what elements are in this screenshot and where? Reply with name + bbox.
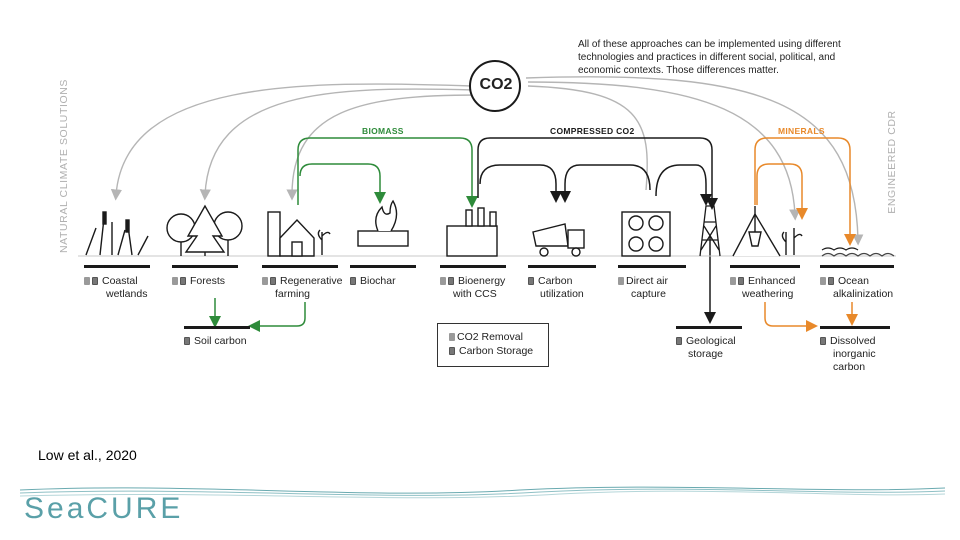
concrete-truck-icon [532, 223, 585, 257]
dac-icon [621, 211, 671, 257]
approach-label-coastal-2: wetlands [106, 288, 148, 300]
approach-bar [172, 265, 238, 268]
beccs-icon [446, 207, 498, 257]
farm-icon [267, 211, 331, 257]
approach-bar [528, 265, 596, 268]
approach-label-dac-2: capture [631, 288, 667, 300]
approach-label-utilization-2: utilization [540, 288, 584, 300]
engineered-cdr-label: ENGINEERED CDR [886, 110, 898, 214]
brand-logo-text: SeaCURE [24, 492, 184, 525]
compressed-co2-arrows [477, 137, 718, 324]
sink-dissolved-3: carbon [833, 361, 866, 373]
legend-storage: Carbon Storage [449, 345, 533, 357]
approach-label-regen: Regenerative [262, 275, 342, 288]
biomass-caption: BIOMASS [362, 126, 404, 136]
forest-icon [166, 204, 243, 256]
approach-label-dac: Direct air [618, 275, 668, 288]
biomass-arrows [209, 137, 478, 332]
approach-bar [730, 265, 800, 268]
sink-geological: Geological [676, 335, 736, 348]
legend-removal: CO2 Removal [449, 331, 523, 343]
minerals-caption: MINERALS [778, 126, 825, 136]
minerals-arrows [754, 137, 858, 332]
citation: Low et al., 2020 [38, 447, 137, 463]
approach-label-regen-2: farming [275, 288, 311, 300]
legend-box [437, 323, 549, 367]
approach-label-beccs: Bioenergy [440, 275, 505, 288]
sink-bar [676, 326, 742, 329]
co2-label: CO2 [479, 76, 513, 93]
derrick-icon [699, 205, 721, 257]
approach-label-utilization: Carbon [528, 275, 572, 288]
sink-dissolved-2: inorganic [833, 348, 876, 360]
natural-solutions-label: NATURAL CLIMATE SOLUTIONS [58, 78, 70, 254]
approach-label-ocean: Ocean [820, 275, 869, 288]
sink-bar [184, 326, 250, 329]
approach-label-forests: Forests [172, 275, 225, 288]
sink-dissolved: Dissolved [820, 335, 876, 348]
decorative-wave-lines [19, 486, 946, 499]
co2-circle [469, 60, 521, 112]
approach-label-ocean-2: alkalinization [833, 288, 894, 300]
sink-geological-2: storage [688, 348, 724, 360]
approach-label-beccs-2: with CCS [453, 288, 497, 300]
approach-label-biochar: Biochar [350, 275, 396, 288]
co2-flow-arrows [110, 76, 864, 246]
sink-bar [820, 326, 890, 329]
approach-bar [618, 265, 686, 268]
weathering-icon [732, 206, 803, 257]
compressed-co2-caption: COMPRESSED CO2 [550, 126, 635, 136]
approach-label-weathering-2: weathering [742, 288, 794, 300]
wave-line [821, 252, 895, 257]
approach-bar [440, 265, 506, 268]
approach-bar [350, 265, 416, 268]
ocean-icon [821, 247, 859, 251]
approach-label-weathering: Enhanced [730, 275, 795, 288]
wetlands-icon [85, 211, 149, 256]
sink-soil-carbon: Soil carbon [184, 335, 247, 348]
context-note: All of these approaches can be implement… [578, 39, 841, 76]
approach-bar [820, 265, 894, 268]
approach-label-coastal: Coastal [84, 275, 138, 288]
approach-bar [262, 265, 338, 268]
approach-bar [84, 265, 150, 268]
biochar-icon [357, 199, 409, 247]
